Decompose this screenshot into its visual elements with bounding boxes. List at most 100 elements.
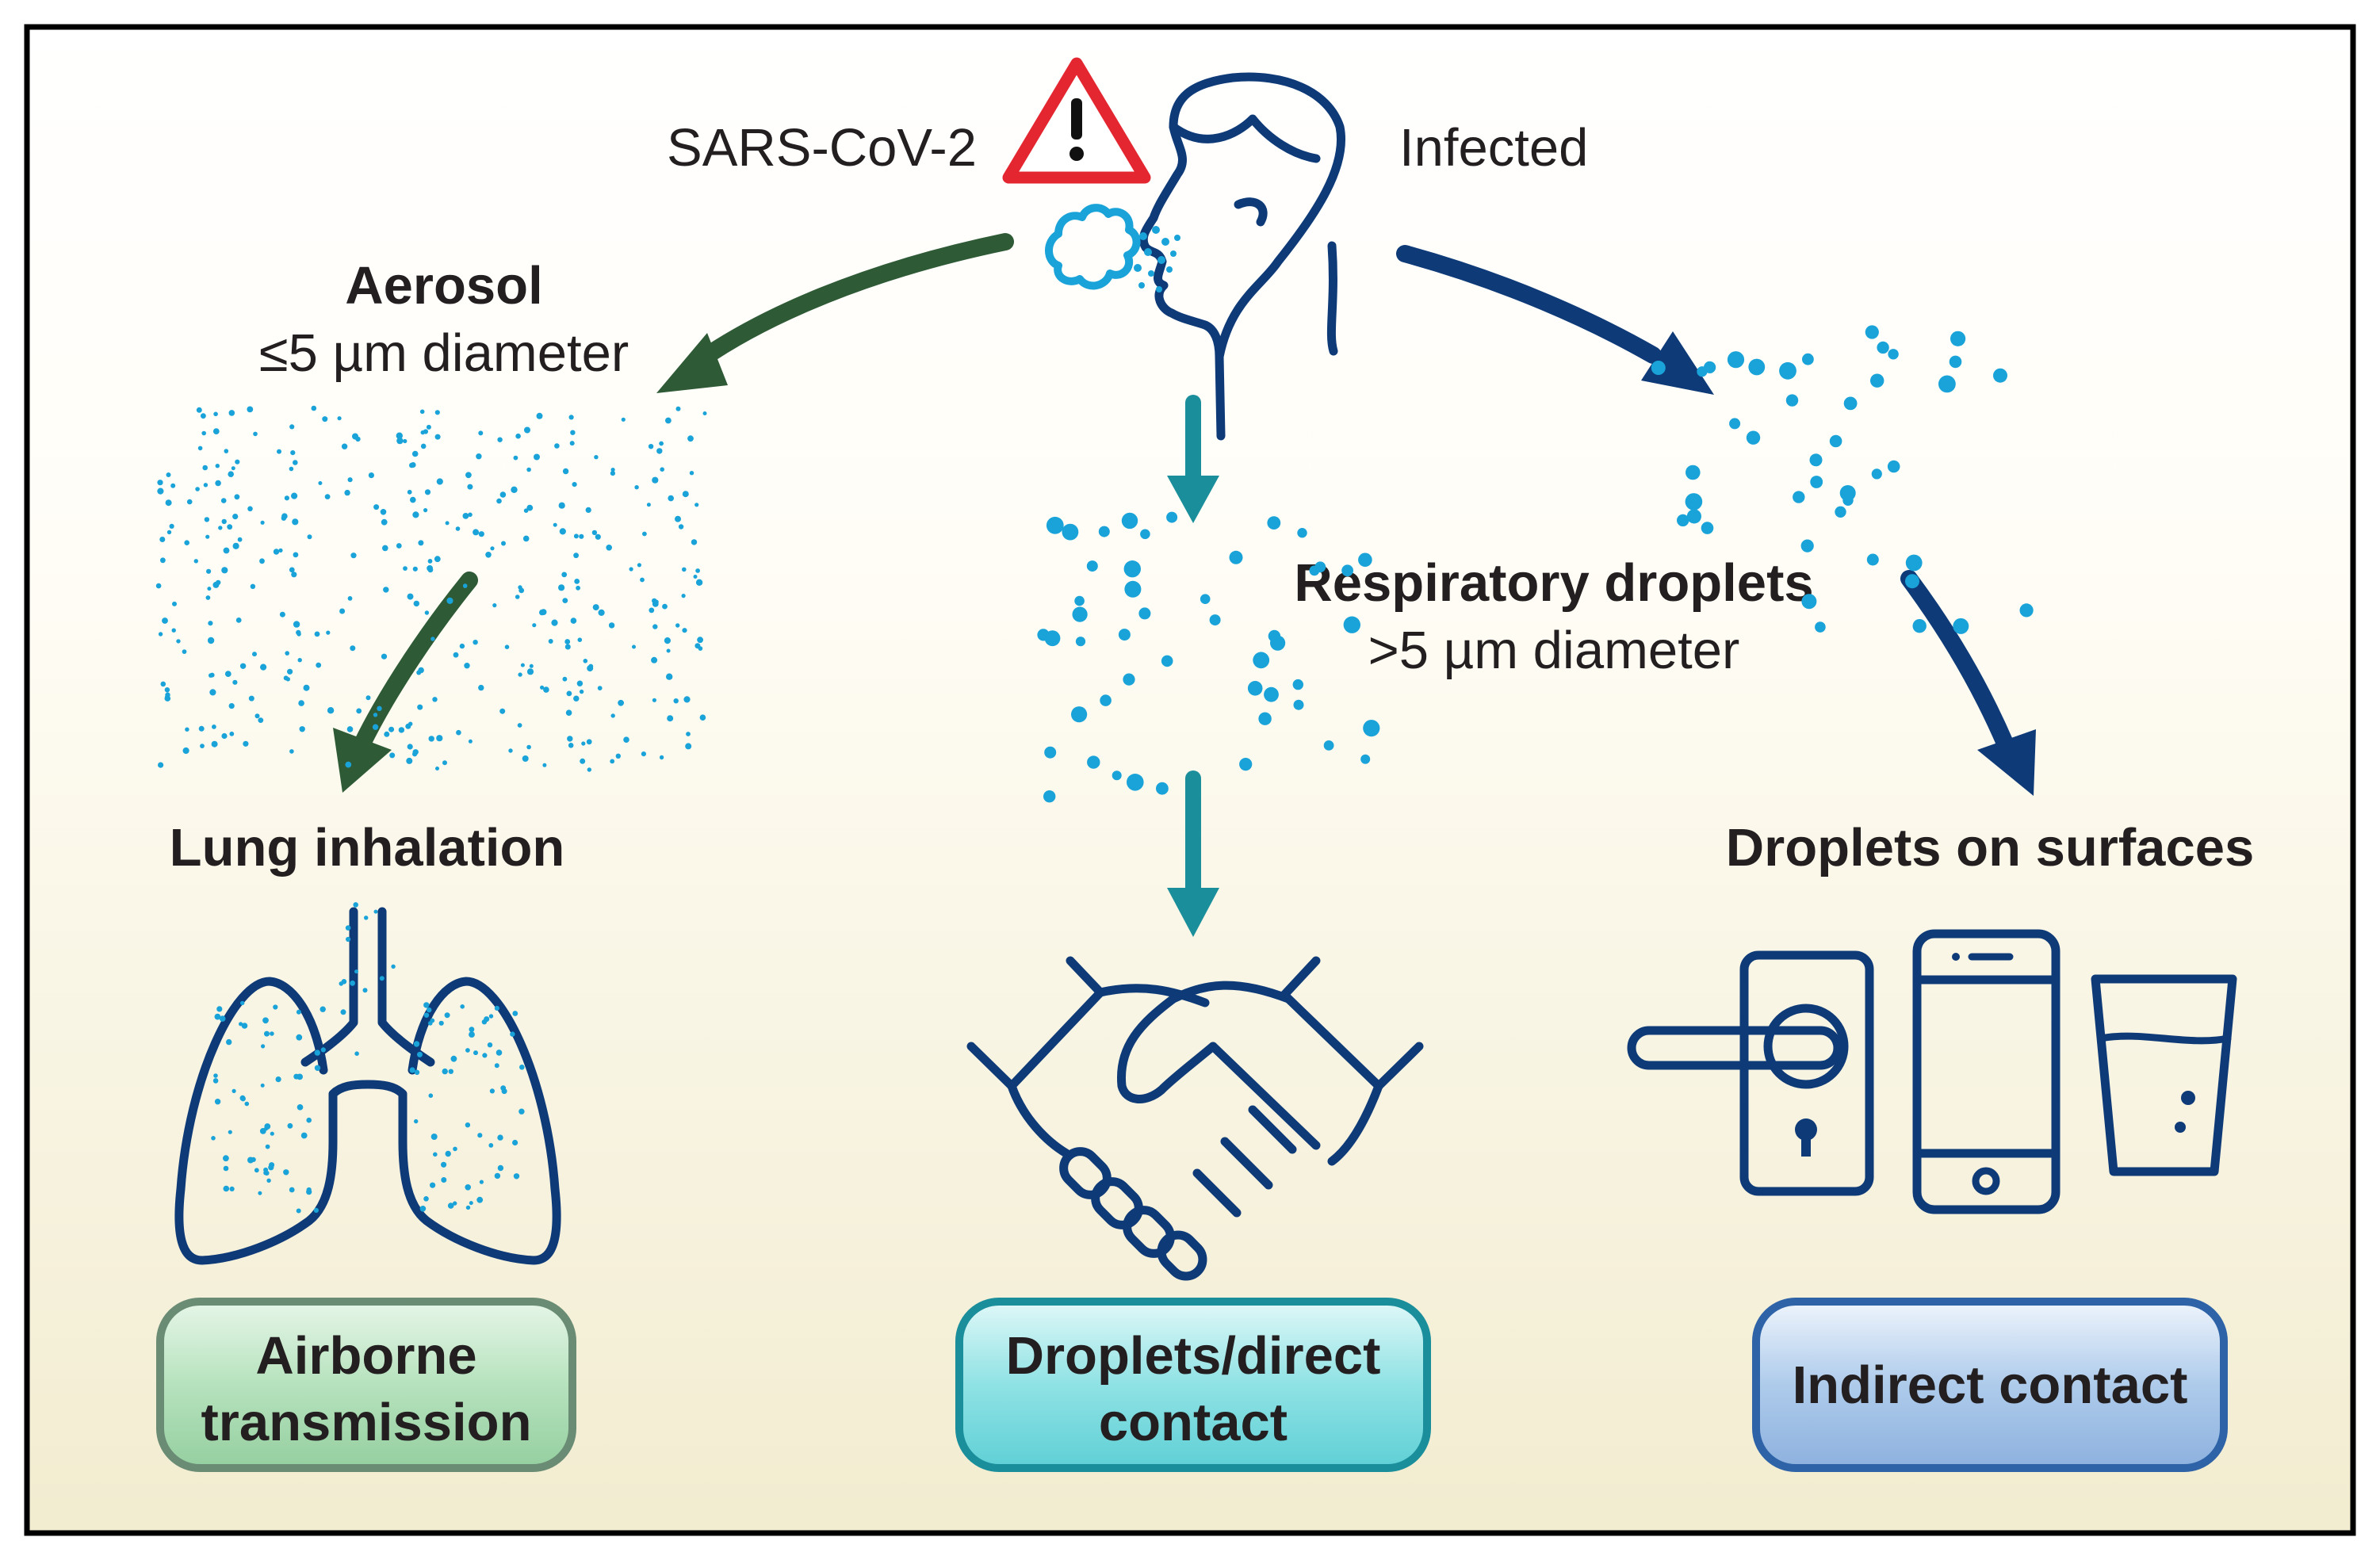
droplet-dot bbox=[576, 680, 584, 686]
droplet-dot bbox=[548, 639, 553, 644]
droplets-line-1: Droplets/direct bbox=[1006, 1326, 1381, 1386]
droplet-dot bbox=[1912, 619, 1927, 633]
droplet-dot bbox=[702, 411, 707, 415]
droplet-dot bbox=[427, 567, 434, 573]
droplet-dot bbox=[436, 735, 443, 742]
droplet-dot bbox=[250, 583, 256, 589]
droplet-dot bbox=[445, 1150, 451, 1157]
droplet-dot bbox=[350, 980, 355, 986]
droplet-dot bbox=[268, 1164, 274, 1171]
droplet-dot bbox=[490, 546, 495, 551]
droplet-dot bbox=[216, 1006, 223, 1012]
droplet-dot bbox=[494, 1005, 500, 1011]
aerosol-arrow bbox=[656, 233, 1014, 393]
droplet-dot bbox=[1268, 629, 1281, 643]
droplet-dot bbox=[610, 713, 615, 718]
droplet-dot bbox=[413, 600, 419, 607]
droplet-dot bbox=[581, 741, 586, 746]
droplet-dot bbox=[1118, 629, 1131, 641]
droplet-dot bbox=[473, 1050, 478, 1056]
droplet-dot bbox=[293, 552, 299, 558]
droplet-dot bbox=[435, 767, 439, 770]
droplet-dot bbox=[1358, 552, 1372, 568]
droplet-dot bbox=[239, 1095, 246, 1101]
droplet-dot bbox=[1779, 361, 1796, 380]
droplet-dot bbox=[273, 1004, 278, 1010]
droplet-dot bbox=[523, 508, 529, 513]
droplet-dot bbox=[1815, 621, 1826, 633]
surfaces-arrow bbox=[1396, 245, 1714, 395]
droplet-dot bbox=[460, 1004, 465, 1009]
droplet-dot bbox=[207, 587, 212, 591]
droplet-dot bbox=[215, 464, 220, 468]
droplet-dot bbox=[606, 545, 612, 551]
droplet-dot bbox=[244, 1101, 250, 1107]
droplet-dot bbox=[381, 518, 388, 526]
droplet-dot bbox=[320, 1047, 326, 1053]
droplet-dot bbox=[384, 731, 390, 737]
droplet-dot bbox=[164, 695, 171, 702]
droplet-dot bbox=[675, 515, 681, 522]
droplet-dot bbox=[518, 587, 525, 594]
cough-spray bbox=[1134, 226, 1180, 292]
droplet-dot bbox=[258, 717, 264, 723]
droplet-dot bbox=[494, 1172, 501, 1180]
droplet-dot bbox=[169, 523, 174, 530]
droplet-dot bbox=[231, 466, 235, 471]
droplet-dot bbox=[241, 1023, 248, 1029]
droplet-dot bbox=[1809, 453, 1823, 467]
droplet-dot bbox=[448, 1069, 453, 1074]
droplet-dot bbox=[221, 732, 228, 740]
droplet-dot bbox=[559, 528, 566, 535]
droplet-dot bbox=[469, 1027, 475, 1033]
droplet-dot bbox=[447, 1202, 454, 1209]
droplet-dot bbox=[694, 503, 699, 507]
droplet-dot bbox=[488, 1143, 494, 1148]
droplet-dot bbox=[436, 478, 443, 485]
droplet-dot bbox=[478, 531, 484, 537]
droplet-dot bbox=[1888, 349, 1899, 360]
droplet-dot bbox=[373, 713, 378, 717]
droplet-dot bbox=[306, 1117, 312, 1123]
droplet-dot bbox=[637, 563, 642, 568]
droplet-dot bbox=[306, 1189, 312, 1195]
droplet-dot bbox=[346, 726, 354, 732]
droplet-dot bbox=[234, 494, 240, 500]
droplet-dot bbox=[345, 761, 352, 768]
droplet-dot bbox=[164, 687, 170, 693]
droplet-dot bbox=[564, 639, 571, 644]
droplet-dot bbox=[157, 488, 164, 495]
droplet-dot bbox=[254, 1168, 259, 1173]
warning-icon bbox=[1002, 57, 1151, 184]
droplet-dot bbox=[478, 430, 484, 436]
droplet-dot bbox=[610, 759, 615, 764]
droplet-dot bbox=[300, 1132, 308, 1139]
lungs-icon bbox=[174, 902, 561, 1265]
droplet-dot bbox=[209, 689, 216, 696]
droplet-dot bbox=[1258, 712, 1272, 725]
droplet-dot bbox=[293, 621, 300, 628]
droplet-dot bbox=[247, 406, 254, 413]
droplet-dot bbox=[446, 597, 453, 605]
droplet-dot bbox=[659, 441, 664, 446]
droplet-dot bbox=[1866, 553, 1879, 566]
droplet-dot bbox=[345, 925, 351, 931]
droplet-dot bbox=[442, 1068, 448, 1075]
droplet-dot bbox=[414, 1069, 420, 1076]
droplet-dot bbox=[1877, 341, 1889, 354]
droplet-dot bbox=[510, 1031, 515, 1037]
droplet-dot bbox=[1905, 574, 1919, 589]
droplet-dot bbox=[1123, 673, 1135, 686]
droplet-dot bbox=[551, 619, 558, 626]
droplet-dot bbox=[430, 1134, 438, 1140]
droplet-dot bbox=[473, 529, 480, 536]
droplet-dot bbox=[685, 743, 692, 750]
droplet-dot bbox=[412, 566, 418, 572]
droplet-dot bbox=[389, 752, 396, 759]
droplet-dot bbox=[240, 1000, 245, 1006]
droplet-dot bbox=[1264, 686, 1279, 702]
droplet-dot bbox=[231, 1088, 236, 1093]
droplet-dot bbox=[428, 1093, 434, 1098]
droplet-dot bbox=[157, 480, 163, 486]
droplet-dot bbox=[223, 1165, 229, 1172]
